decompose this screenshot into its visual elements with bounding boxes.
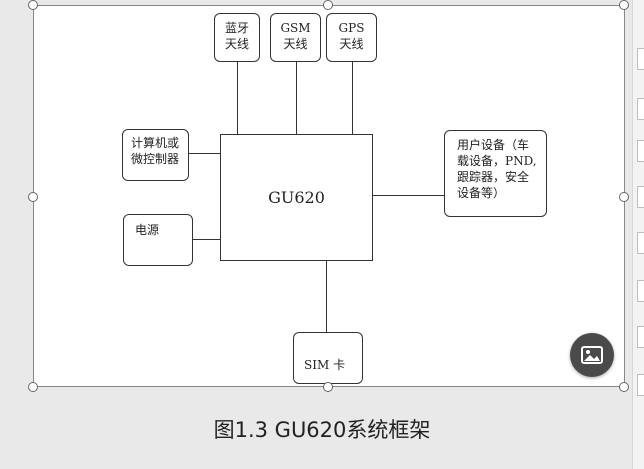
side-panel-tab[interactable]	[637, 98, 644, 120]
gsm-antenna-box[interactable]: GSM 天线	[270, 13, 321, 62]
connector-gps	[352, 62, 353, 134]
figure-caption: 图1.3 GU620系统框架	[213, 418, 431, 442]
connector-bluetooth	[237, 62, 238, 134]
connector-gsm	[296, 62, 297, 134]
gu620-label: GU620	[268, 188, 325, 207]
resize-handle-bottom-center[interactable]	[323, 382, 333, 392]
gu620-main-module[interactable]: GU620	[220, 134, 373, 261]
computer-or-mcu-box[interactable]: 计算机或 微控制器	[122, 129, 189, 181]
resize-handle-bottom-right[interactable]	[619, 382, 629, 392]
gps-antenna-box[interactable]: GPS 天线	[326, 13, 377, 62]
resize-handle-bottom-left[interactable]	[28, 382, 38, 392]
sim-card-box[interactable]: SIM 卡	[293, 332, 363, 384]
resize-handle-top-right[interactable]	[619, 0, 629, 10]
diagram-canvas[interactable]: 蓝牙 天线 GSM 天线 GPS 天线 计算机或 微控制器 电源 GU620 用…	[33, 5, 625, 387]
user-devices-box[interactable]: 用户设备（车 载设备，PND, 跟踪器，安全 设备等）	[444, 130, 547, 217]
connector-sim	[326, 260, 327, 333]
connector-computer	[188, 153, 220, 154]
resize-handle-middle-right[interactable]	[619, 192, 629, 202]
side-panel-tab[interactable]	[637, 186, 644, 208]
power-box[interactable]: 电源	[123, 214, 193, 266]
side-panel-tab[interactable]	[637, 140, 644, 162]
image-icon	[581, 346, 603, 364]
resize-handle-top-left[interactable]	[28, 0, 38, 10]
image-options-button[interactable]	[570, 333, 614, 377]
side-panel-tab[interactable]	[637, 232, 644, 254]
side-panel-tab[interactable]	[637, 280, 644, 302]
resize-handle-top-center[interactable]	[323, 0, 333, 10]
connector-user-devices	[372, 195, 445, 196]
resize-handle-middle-left[interactable]	[28, 192, 38, 202]
side-panel-tab[interactable]	[637, 48, 644, 70]
side-panel-tab[interactable]	[637, 374, 644, 396]
bluetooth-antenna-box[interactable]: 蓝牙 天线	[214, 13, 260, 62]
side-panel-tab[interactable]	[637, 326, 644, 348]
connector-power	[192, 239, 220, 240]
